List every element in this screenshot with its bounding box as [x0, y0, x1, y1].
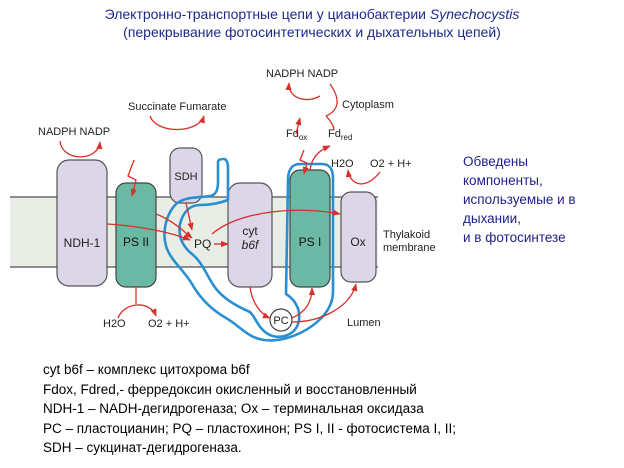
side-note-line: дыхании,	[463, 211, 521, 226]
pc-ps1-arrow	[291, 287, 316, 319]
succinate-sdh-arrow	[149, 115, 205, 130]
ndh1-complex: NDH-1	[56, 159, 108, 287]
ox-complex: Ox	[340, 191, 377, 283]
pq-label: PQ	[194, 237, 211, 251]
lumen-label: Lumen	[347, 317, 381, 329]
title-line-1: Электронно-транспортные цепи у цианобакт…	[0, 6, 624, 23]
ps1-complex: PS I	[289, 169, 331, 288]
ox-label: Ox	[350, 235, 365, 249]
electron-transport-diagram: NDH-1 PS II SDH cyt b6f PS I Ox PQ PC NA…	[10, 68, 436, 342]
membrane-label: membrane	[383, 242, 436, 254]
nadph-top-arrow	[285, 82, 321, 101]
ps2-complex: PS II	[115, 182, 157, 288]
legend-line: Fdox, Fdred,- ферредоксин окисленный и в…	[43, 381, 417, 397]
fd-red-label: Fdred	[328, 128, 352, 142]
nadph-ndh1-arrow	[59, 140, 103, 158]
legend-line: PC – пластоцианин; PQ – пластохинон; PS …	[43, 420, 457, 436]
ps1-label: PS I	[299, 235, 322, 249]
electron-flow-arrows	[59, 82, 381, 323]
cyt-pc-arrow	[249, 286, 271, 319]
fdox-arrow	[295, 117, 302, 135]
side-note-line: используемые и в	[463, 192, 576, 207]
thylakoid-label: Thylakoid	[383, 229, 430, 241]
ps1-fd-arrow	[309, 145, 331, 171]
legend-line: cyt b6f – комплекс цитохрома b6f	[43, 362, 250, 377]
ps2-pq-arrow	[155, 213, 193, 239]
ndh1-pq-arrow	[106, 223, 191, 241]
h2o-right-label: H2O	[331, 158, 354, 170]
ndh1-label: NDH-1	[64, 236, 101, 250]
pc-carrier: PC	[269, 308, 293, 332]
o2-h-right-label: O2 + H+	[370, 158, 412, 170]
sdh-label: SDH	[174, 171, 197, 183]
b6f-label: b6f	[242, 238, 260, 252]
h2o-bottom-label: H2O	[103, 318, 126, 330]
cyt-b6f-complex: cyt b6f	[227, 182, 273, 288]
legend: cyt b6f – комплекс цитохрома b6f Fdox, F…	[43, 360, 456, 458]
pc-ox-arrow	[291, 283, 358, 323]
title-prefix: Электронно-транспортные цепи у цианобакт…	[104, 6, 430, 22]
title-line-2: (перекрывание фотосинтетических и дыхате…	[123, 24, 501, 40]
legend-line: NDH-1 – NADH-дегидрогеназа; Ox – термина…	[43, 401, 424, 416]
fd-ox-label: Fdox	[286, 128, 307, 142]
ps2-water-arrow	[117, 304, 157, 319]
title-organism: Synechocystis	[429, 6, 520, 22]
nadph-nadp-left-label: NADPH NADP	[38, 126, 110, 138]
ox-water-arrow	[345, 169, 381, 185]
ps1-light-arrow	[299, 149, 309, 175]
nadph-nadp-top-label: NADPH NADP	[266, 68, 338, 80]
o2-h-bottom-label: O2 + H+	[148, 318, 190, 330]
legend-line: SDH – сукцинат-дегидрогеназа.	[43, 440, 242, 455]
pc-label: PC	[273, 315, 288, 327]
fdred-arrow	[325, 115, 335, 131]
cytoplasm-label: Cytoplasm	[342, 99, 394, 111]
succinate-fumarate-label: Succinate Fumarate	[128, 101, 226, 113]
nadp-top-arrow	[325, 83, 338, 117]
side-note-line: и в фотосинтезе	[463, 230, 566, 245]
sdh-pq-arrow	[185, 202, 194, 231]
sdh-complex: SDH	[169, 147, 203, 204]
side-note: Обведены компоненты, используемые и в ды…	[463, 152, 623, 247]
side-note-line: компоненты,	[463, 173, 543, 188]
ps2-label: PS II	[123, 235, 149, 249]
side-note-line: Обведены	[463, 154, 529, 169]
cyt-label: cyt	[242, 224, 258, 238]
ps2-light-arrow	[127, 159, 137, 197]
pq-ox-arrow	[211, 209, 341, 235]
